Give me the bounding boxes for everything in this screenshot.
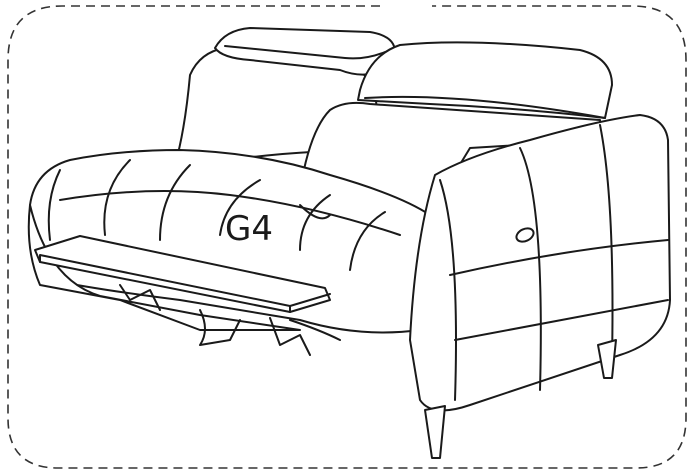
recliner-mechanism xyxy=(119,284,341,356)
part-label: G4 xyxy=(225,209,273,249)
dashed-frame xyxy=(7,5,687,469)
front-right-leg xyxy=(424,405,446,459)
back-right-leg xyxy=(597,339,617,379)
recline-button xyxy=(515,227,535,243)
headrest-right xyxy=(357,41,613,119)
